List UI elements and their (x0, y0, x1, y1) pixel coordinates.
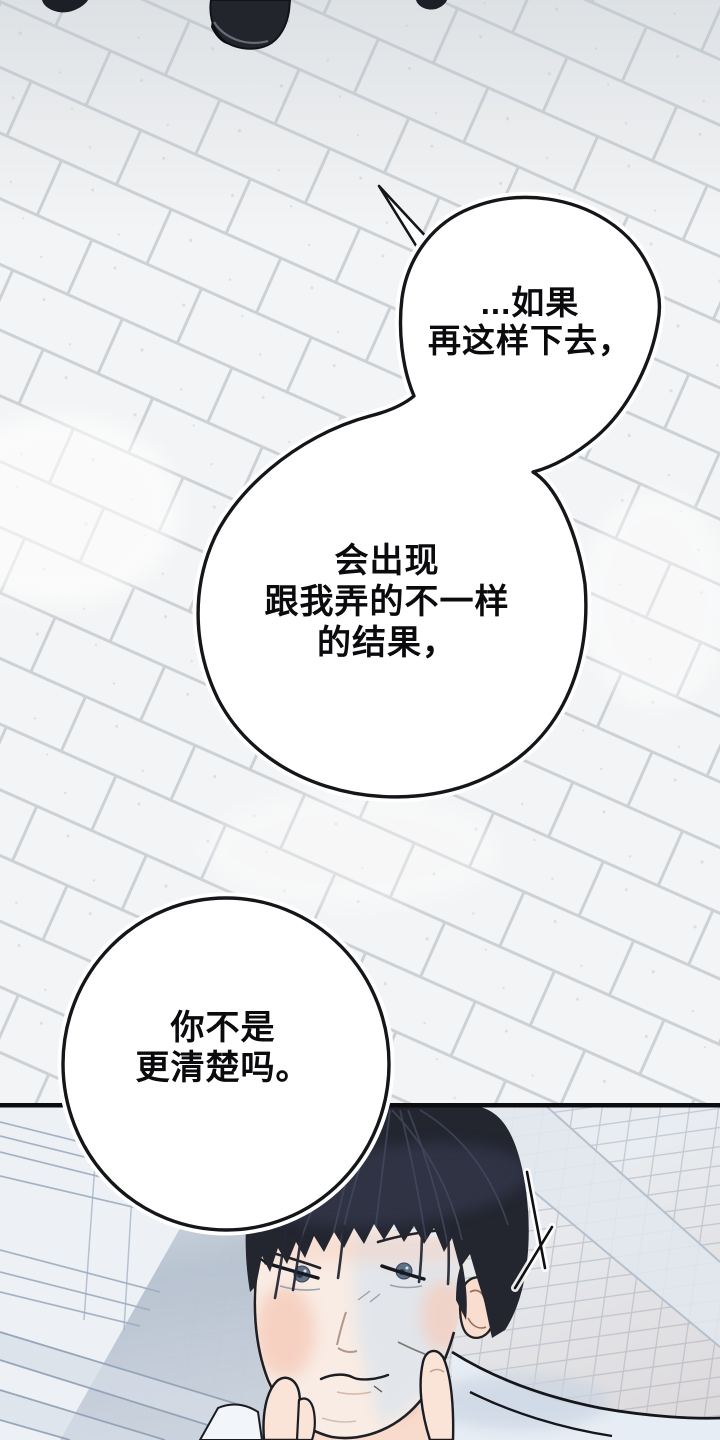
chin-crease (321, 1417, 357, 1423)
shirt (198, 1350, 720, 1440)
speech-bubble-1-and-2 (192, 191, 665, 803)
shoe-left-partial (42, 0, 88, 13)
left-eye (259, 1257, 321, 1291)
speech-bubble-3 (57, 892, 395, 1236)
shoes-top (42, 0, 447, 50)
sideburn (456, 1262, 467, 1320)
nose (336, 1290, 381, 1353)
shoe-main (209, 0, 292, 50)
impact-mark (511, 1168, 556, 1292)
collar-fold-line (469, 1390, 613, 1438)
shoe-right-partial (416, 0, 447, 10)
hand-fingers (262, 1349, 455, 1440)
loose-hair-strands (273, 1224, 451, 1300)
mouth (319, 1373, 390, 1395)
